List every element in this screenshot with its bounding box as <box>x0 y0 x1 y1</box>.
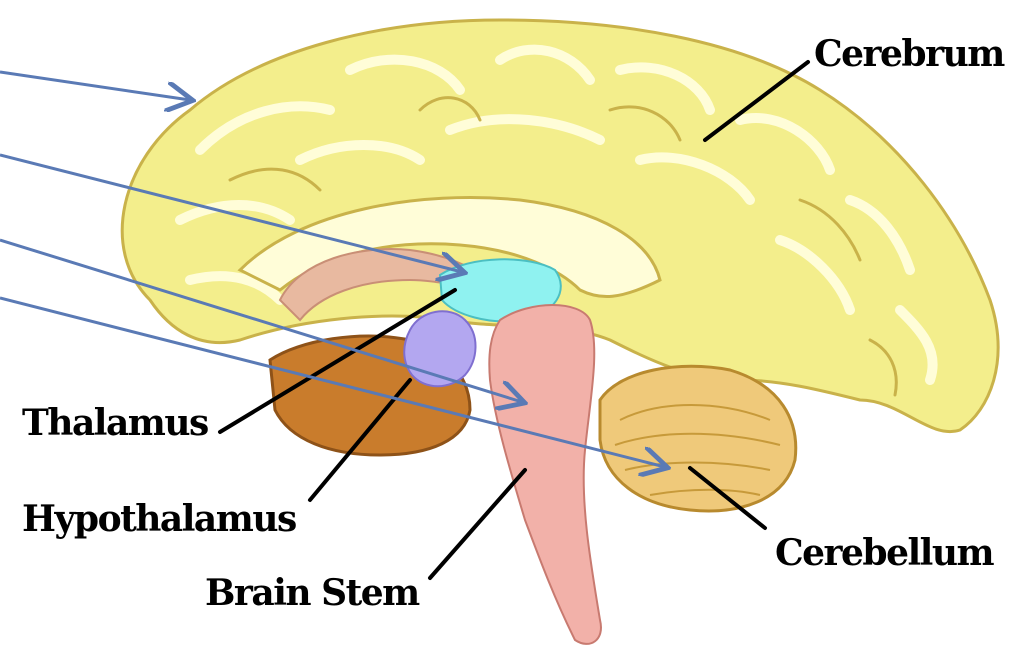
pointer-arrow-cerebrum <box>0 72 190 100</box>
label-thalamus: Thalamus <box>22 405 208 441</box>
label-cerebrum: Cerebrum <box>814 36 1004 72</box>
label-brain-stem: Brain Stem <box>205 575 419 611</box>
brain-stem <box>489 305 601 644</box>
leader-brain-stem <box>430 470 525 578</box>
label-hypothalamus: Hypothalamus <box>22 501 296 537</box>
label-cerebellum: Cerebellum <box>775 535 993 571</box>
